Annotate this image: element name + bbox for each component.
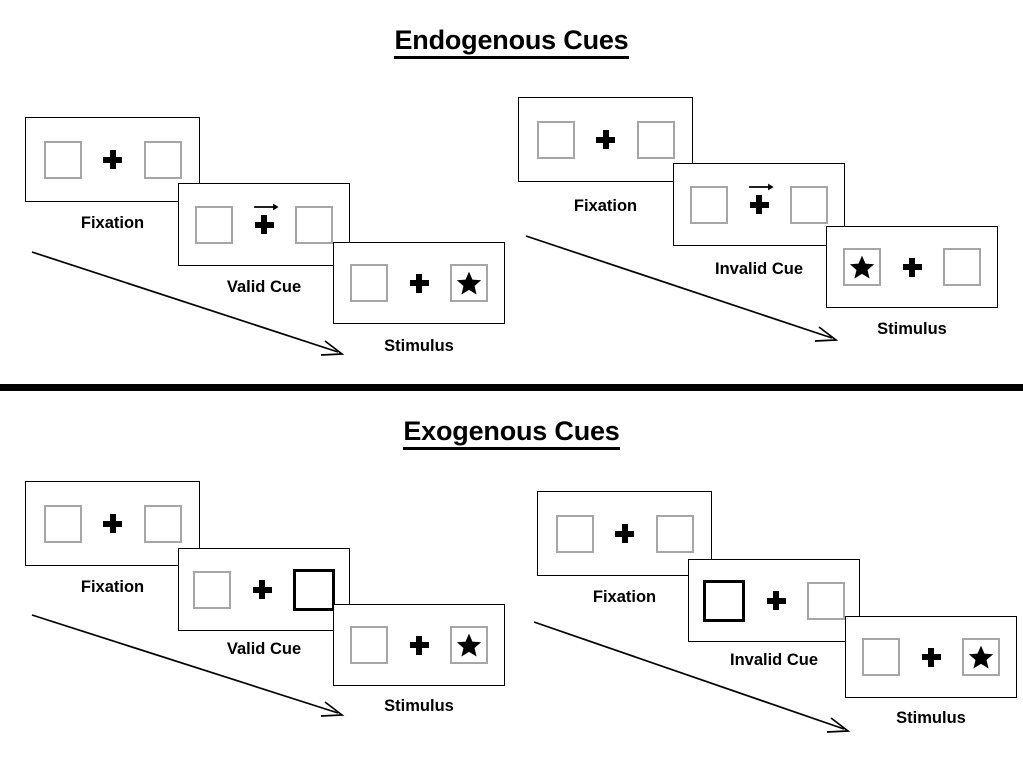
card-label-fixation: Fixation: [80, 214, 145, 232]
target-box-right-cued: [293, 568, 335, 611]
fixation-cross-icon: [921, 647, 941, 667]
fixation-cross-icon: [252, 580, 272, 599]
fixation-center: [763, 591, 789, 610]
card-label-stimulus: Stimulus: [877, 320, 947, 338]
time-progression-arrow: [525, 235, 839, 342]
star-icon: [968, 645, 994, 669]
fixation-center: [249, 580, 275, 599]
section-title-endogenous: Endogenous Cues: [0, 25, 1023, 59]
target-box-right: [450, 626, 488, 664]
cue-arrow-right-icon: [749, 183, 774, 191]
card-label-stimulus: Stimulus: [384, 337, 454, 355]
time-progression-arrow: [533, 621, 851, 733]
fixation-cross-icon: [749, 195, 769, 214]
section-title-exogenous-text: Exogenous Cues: [403, 416, 620, 450]
card-fixation[interactable]: [25, 481, 200, 566]
target-box-left: [536, 120, 575, 159]
section-divider: [0, 384, 1023, 391]
section-exogenous-cues: Exogenous Cues Fixation Valid Cue: [0, 396, 1023, 767]
card-fixation[interactable]: [537, 491, 712, 576]
fixation-cross-icon: [103, 514, 122, 533]
target-box-left: [350, 264, 388, 302]
target-box-left: [195, 205, 233, 244]
card-label-invalid-cue: Invalid Cue: [729, 651, 819, 669]
target-box-left: [350, 626, 388, 664]
target-box-left: [843, 248, 881, 286]
fixation-center: [406, 635, 432, 655]
fixation-center: [100, 150, 126, 169]
target-box-left: [43, 140, 82, 179]
card-valid-cue[interactable]: [178, 548, 350, 631]
target-box-left: [690, 185, 728, 224]
target-box-left: [555, 514, 594, 553]
target-box-right: [807, 581, 845, 620]
card-fixation[interactable]: [518, 97, 693, 182]
target-box-left: [193, 570, 231, 609]
fixation-cross-icon: [596, 130, 615, 149]
section-title-exogenous: Exogenous Cues: [0, 416, 1023, 450]
target-box-left: [862, 638, 900, 676]
fixation-cross-icon: [254, 215, 274, 234]
card-label-valid-cue: Valid Cue: [226, 278, 302, 296]
card-label-stimulus: Stimulus: [896, 709, 966, 727]
card-invalid-cue[interactable]: [688, 559, 860, 642]
target-box-right: [450, 264, 488, 302]
fixation-cross-icon: [409, 635, 429, 655]
fixation-center: [612, 524, 638, 543]
fixation-cross-icon: [766, 591, 786, 610]
star-icon: [456, 271, 482, 295]
target-box-right: [143, 140, 182, 179]
card-label-fixation: Fixation: [80, 578, 145, 596]
fixation-center: [406, 273, 432, 293]
target-box-right: [636, 120, 675, 159]
fixation-center: [918, 647, 944, 667]
time-progression-arrow: [31, 251, 345, 356]
card-invalid-cue[interactable]: [673, 163, 845, 246]
target-box-left-cued: [703, 579, 745, 622]
target-box-right: [790, 185, 828, 224]
fixation-center: [899, 257, 925, 277]
cue-arrow-right-icon: [254, 203, 279, 211]
fixation-center: [746, 183, 774, 214]
target-box-right: [943, 248, 981, 286]
card-label-invalid-cue: Invalid Cue: [714, 260, 804, 278]
fixation-cross-icon: [409, 273, 429, 293]
section-title-endogenous-text: Endogenous Cues: [394, 25, 629, 59]
section-endogenous-cues: Endogenous Cues Fixation: [0, 25, 1023, 356]
time-progression-arrow: [31, 614, 345, 717]
fixation-center: [100, 514, 126, 533]
card-stimulus[interactable]: [333, 242, 505, 324]
target-box-right: [143, 504, 182, 543]
target-box-right: [655, 514, 694, 553]
fixation-center: [593, 130, 619, 149]
card-label-stimulus: Stimulus: [384, 697, 454, 715]
card-label-fixation: Fixation: [592, 588, 657, 606]
card-valid-cue[interactable]: [178, 183, 350, 266]
fixation-cross-icon: [615, 524, 634, 543]
target-box-right: [295, 205, 333, 244]
card-label-fixation: Fixation: [573, 197, 638, 215]
star-icon: [456, 633, 482, 657]
target-box-left: [43, 504, 82, 543]
card-fixation[interactable]: [25, 117, 200, 202]
fixation-center: [251, 203, 279, 234]
card-label-valid-cue: Valid Cue: [226, 640, 302, 658]
card-stimulus[interactable]: [826, 226, 998, 308]
star-icon: [849, 255, 875, 279]
fixation-cross-icon: [902, 257, 922, 277]
target-box-right: [962, 638, 1000, 676]
card-stimulus[interactable]: [333, 604, 505, 686]
fixation-cross-icon: [103, 150, 122, 169]
card-stimulus[interactable]: [845, 616, 1017, 698]
